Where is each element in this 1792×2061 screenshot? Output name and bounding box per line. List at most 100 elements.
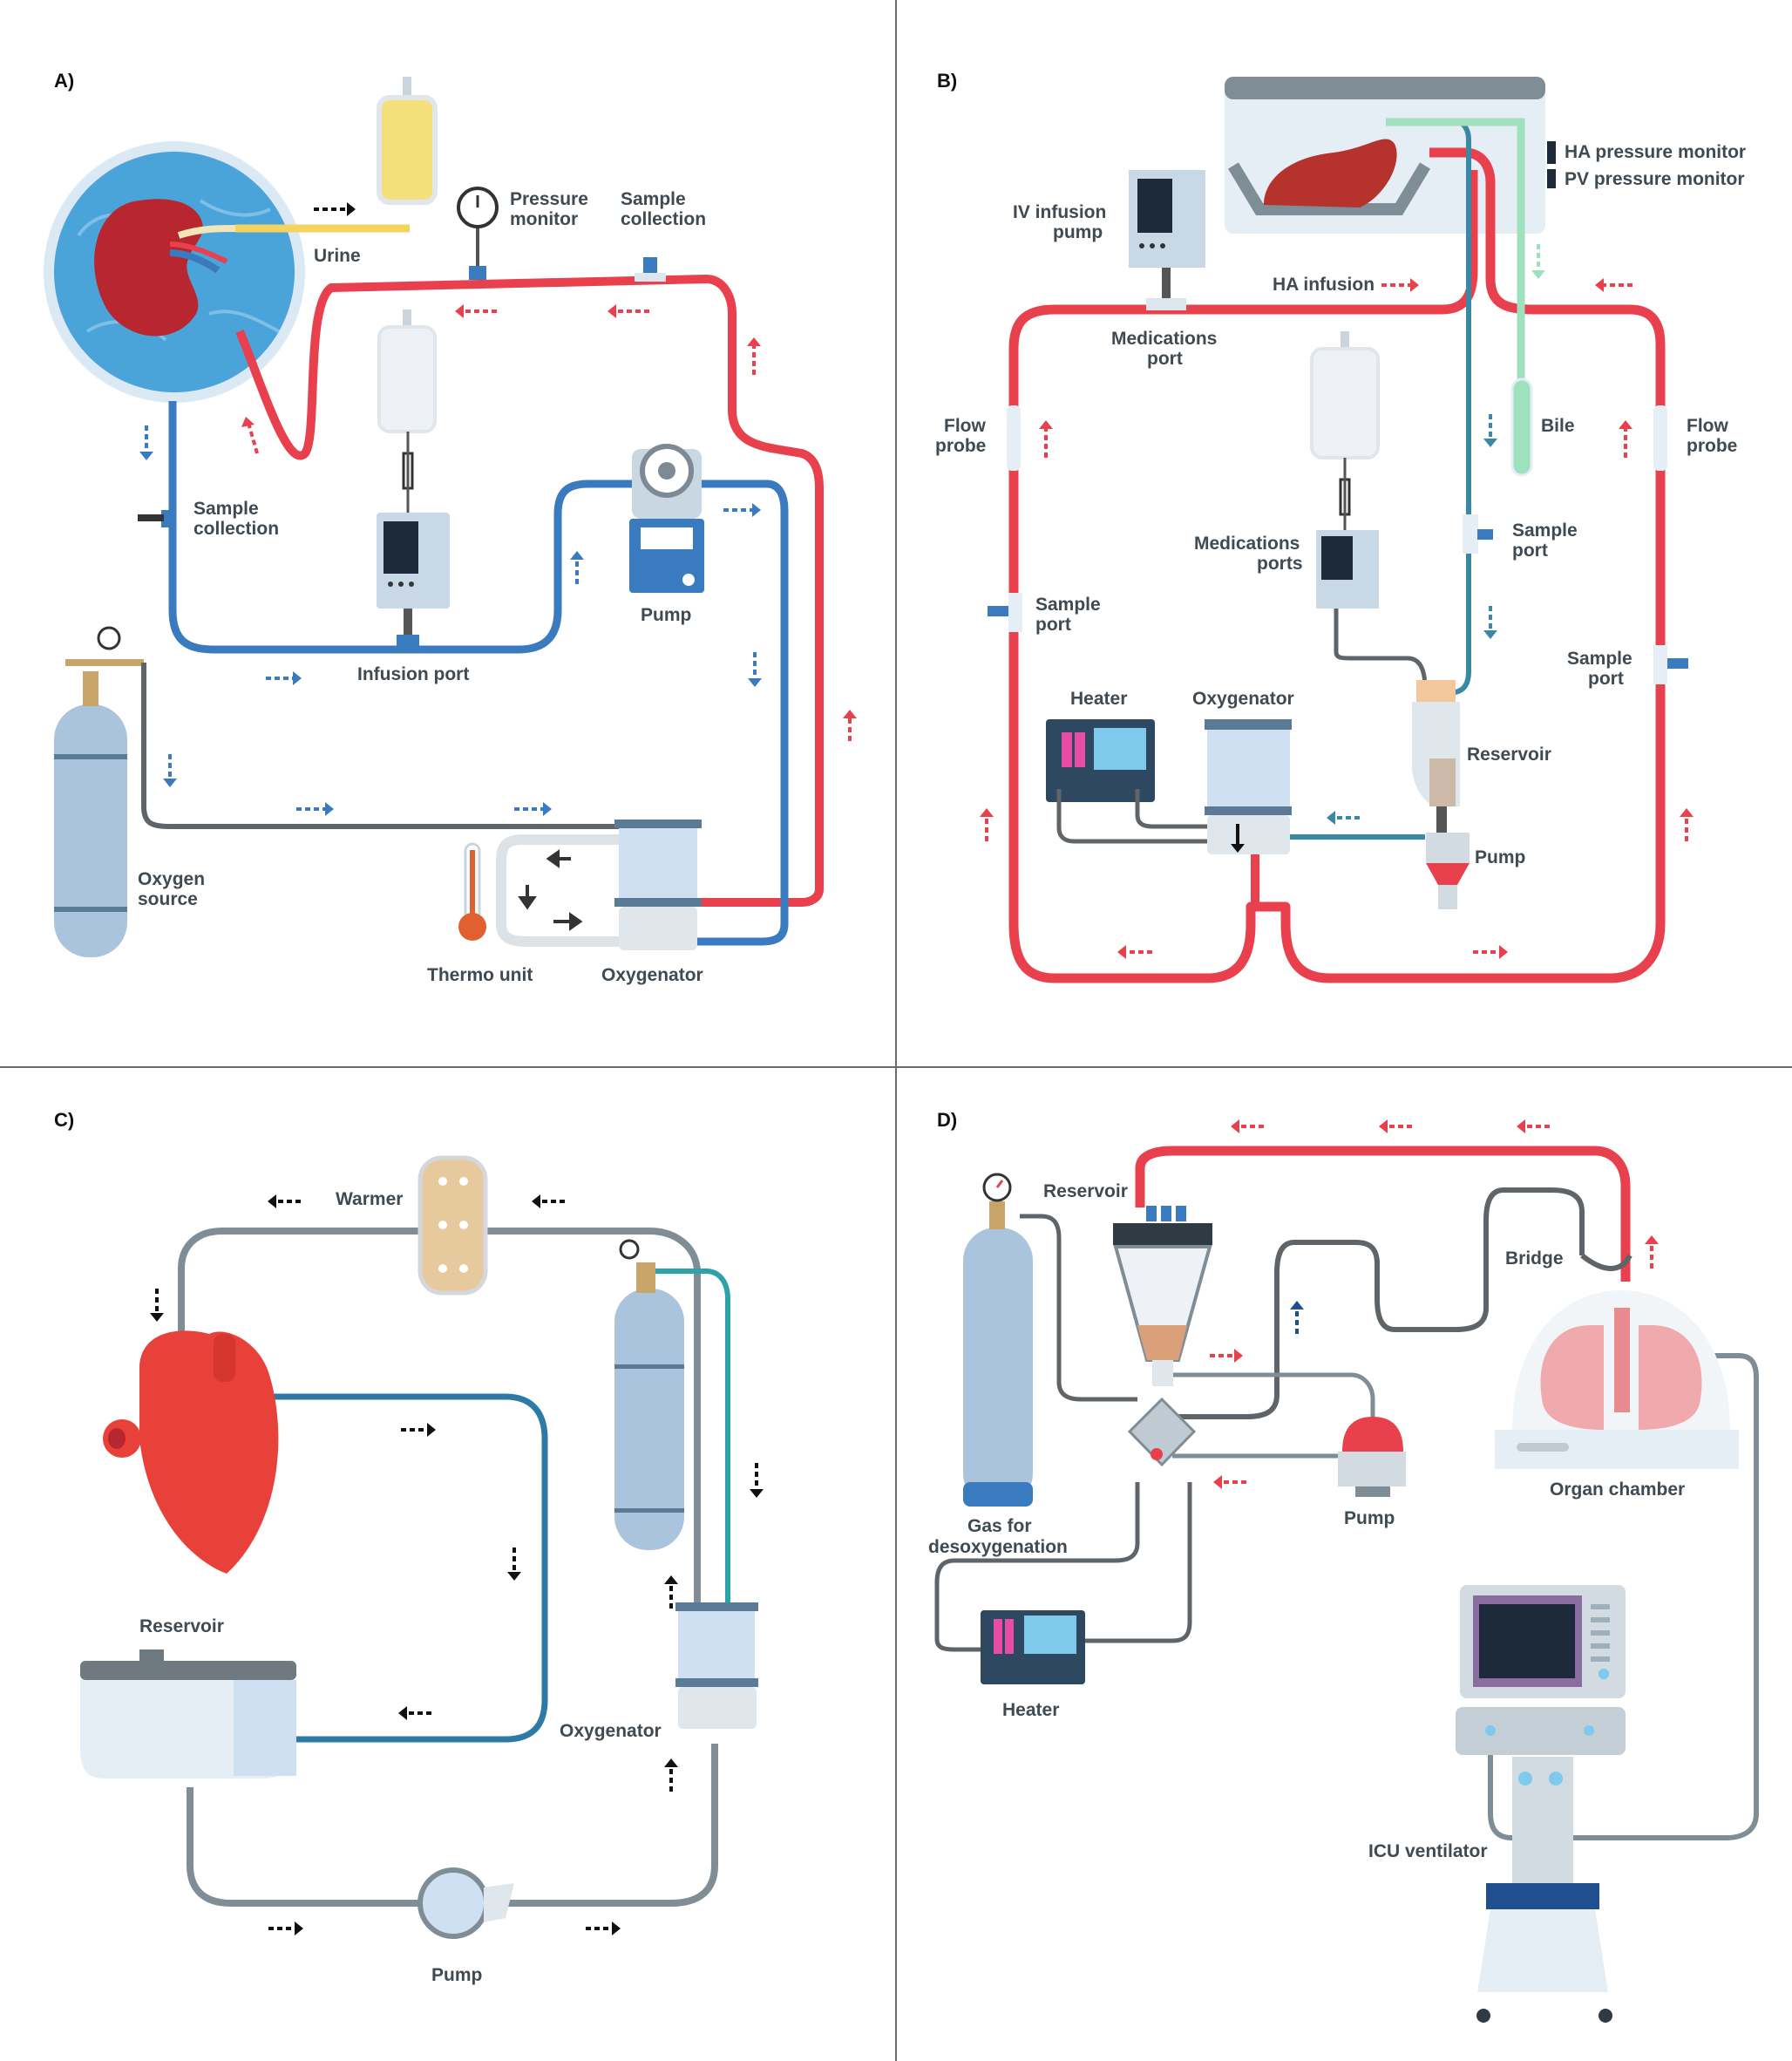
- urine-bag-icon: [377, 77, 438, 205]
- label-sample-right-b: Sample: [1567, 649, 1632, 669]
- flow-probe-right-icon: [1653, 405, 1667, 471]
- sample-port-icon: [635, 257, 666, 282]
- bridge-line-d: [1168, 1187, 1632, 1419]
- panel-label-d: D): [937, 1109, 957, 1131]
- label-iv-infusion: IV infusion: [1013, 202, 1106, 222]
- panel-c: C) Warmer Reservoir: [54, 1109, 764, 1985]
- label-pressure: Pressure: [510, 189, 588, 209]
- label-monitor: monitor: [510, 209, 578, 229]
- label-sample-top: Sample: [621, 189, 686, 209]
- label-reservoir-d: Reservoir: [1043, 1181, 1128, 1201]
- medications-pump-icon: [1310, 331, 1380, 609]
- label-bridge: Bridge: [1505, 1248, 1564, 1269]
- pressure-monitor-icon: [457, 187, 499, 280]
- flow-arrows-c: [150, 1194, 764, 1935]
- panel-a: A) Urine Pressure monitor: [44, 70, 857, 985]
- panel-label-b: B): [937, 70, 957, 92]
- label-pump-c: Pump: [431, 1965, 482, 1985]
- label-bile: Bile: [1541, 416, 1575, 436]
- label-reservoir-c: Reservoir: [139, 1616, 224, 1636]
- label-pump-iv: pump: [1053, 222, 1103, 242]
- oxygenator-b-icon: [1205, 719, 1292, 854]
- label-sample-left-b: Sample: [1035, 595, 1101, 615]
- label-pv-pressure: PV pressure monitor: [1565, 169, 1745, 189]
- label-sample-left: Sample: [193, 499, 259, 519]
- reservoir-c-icon: [80, 1649, 296, 1779]
- kidney-chamber: [44, 141, 305, 403]
- gas-line-a: [141, 663, 619, 829]
- flow-arrows-a: [139, 202, 857, 931]
- arterial-line-a: [235, 275, 824, 907]
- arterial-line-b: [1008, 147, 1666, 983]
- label-oxygenator-c: Oxygenator: [560, 1721, 662, 1741]
- sample-port-b-center-icon: [1463, 514, 1493, 554]
- label-organ-chamber: Organ chamber: [1550, 1479, 1685, 1500]
- label-heater-b: Heater: [1070, 689, 1127, 709]
- panel-label-c: C): [54, 1109, 74, 1131]
- sample-port-b-left-icon: [988, 593, 1022, 632]
- label-urine: Urine: [314, 246, 361, 266]
- label-probe-left: probe: [935, 436, 986, 456]
- label-source: source: [138, 889, 198, 909]
- infusion-pump-icon: [377, 309, 450, 647]
- label-oxygenator-b: Oxygenator: [1192, 689, 1294, 709]
- pump-d-icon: [1338, 1417, 1406, 1497]
- label-icu-ventilator: ICU ventilator: [1368, 1841, 1488, 1861]
- organ-chamber-icon: [1495, 1290, 1739, 1469]
- flow-probe-left-icon: [1007, 405, 1021, 471]
- connector-d-icon: [1127, 1397, 1197, 1467]
- label-pump-d: Pump: [1344, 1508, 1395, 1528]
- liver-icon: [1264, 139, 1397, 207]
- pump-line-d: [1172, 1372, 1375, 1430]
- oxygenator-a-icon: [614, 820, 702, 950]
- heater-line-d: [934, 1482, 1140, 1652]
- gas-line-d: [1020, 1214, 1137, 1402]
- sample-port-left-icon: [138, 510, 173, 527]
- label-medications-ports: Medications: [1194, 534, 1300, 554]
- label-collection-left: collection: [193, 519, 279, 539]
- label-sample-center: Sample: [1512, 520, 1578, 541]
- label-oxygenator-a: Oxygenator: [601, 965, 703, 985]
- reservoir-b-icon: [1412, 680, 1460, 806]
- thermometer-icon: [458, 842, 486, 941]
- label-pump-a: Pump: [641, 605, 691, 625]
- label-desoxygenation: desoxygenation: [928, 1537, 1068, 1557]
- liver-chamber: [1225, 77, 1545, 234]
- heater-d-icon: [981, 1610, 1085, 1684]
- panel-d: D) Gas for desoxygenation: [928, 1109, 1759, 2023]
- iv-infusion-pump-icon: [1129, 170, 1205, 310]
- label-port-right-b: port: [1588, 669, 1624, 689]
- thermo-loop: [496, 834, 619, 947]
- label-ha-infusion: HA infusion: [1273, 275, 1375, 295]
- label-flow-left: Flow: [944, 416, 986, 436]
- heater-b-icon: [1046, 719, 1155, 802]
- panel-b: B) HA pressure monitor PV pressure monit…: [935, 70, 1746, 983]
- bile-collector-icon: [1510, 378, 1533, 477]
- label-reservoir-b: Reservoir: [1467, 745, 1551, 765]
- heart-icon: [103, 1330, 279, 1574]
- label-pump-b: Pump: [1475, 847, 1525, 867]
- label-probe-right: probe: [1687, 436, 1737, 456]
- panel-label-a: A): [54, 70, 74, 92]
- label-oxygen: Oxygen: [138, 869, 205, 889]
- label-infusion-port: Infusion port: [357, 664, 469, 684]
- return-line-c: [187, 1744, 718, 1907]
- label-medications-port-2: port: [1147, 349, 1183, 369]
- label-medications-port: Medications: [1111, 329, 1217, 349]
- label-thermo-unit: Thermo unit: [427, 965, 533, 985]
- oxygen-cylinder-icon: [54, 626, 144, 957]
- ventilator-line-d: [1488, 1353, 1759, 1840]
- flow-arrows-d: [1210, 1119, 1659, 1489]
- venous-line-a: [168, 401, 789, 946]
- gas-cylinder-d-icon: [963, 1173, 1033, 1507]
- heater-return-d: [1085, 1482, 1192, 1643]
- bile-line: [1386, 118, 1525, 384]
- pump-b-icon: [1426, 806, 1470, 909]
- main-line-c: [178, 1228, 701, 1613]
- coronary-line-c: [261, 1393, 548, 1743]
- label-ports: ports: [1257, 554, 1303, 574]
- lungs-icon: [1540, 1325, 1702, 1430]
- label-warmer: Warmer: [336, 1189, 403, 1209]
- roller-pump-icon: [629, 444, 704, 593]
